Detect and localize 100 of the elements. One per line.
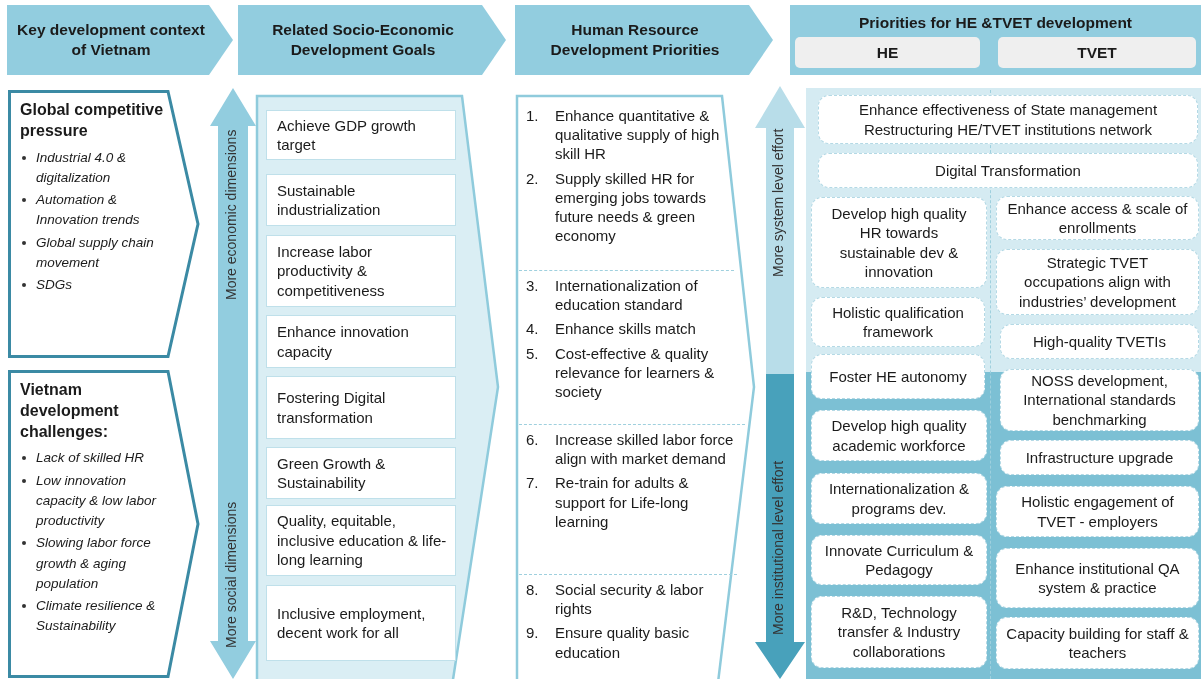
priority-text: High-quality TVETIs (1032, 331, 1167, 352)
goal-box (266, 235, 456, 307)
list-number: 1. (526, 106, 540, 126)
priority-box (811, 473, 987, 524)
priority-text: Internationalization & programs dev. (827, 479, 971, 518)
bullet-item: SDGs (36, 276, 72, 295)
priority-box (996, 196, 1199, 240)
priority-box (996, 486, 1199, 537)
list-number: 4. (526, 319, 540, 339)
goal-box (266, 315, 456, 368)
bullet-item: Automation & Innovation trends (36, 191, 141, 230)
priority-text: R&D, Technology transfer & Industry collaborations (836, 602, 962, 662)
list-number: 6. (526, 430, 540, 450)
priority-box (811, 197, 987, 288)
list-number: 8. (526, 580, 540, 600)
priority-box (818, 95, 1198, 144)
goal-text: Sustainable industrialization (277, 180, 382, 220)
header-title: Human Resource Development Priorities (549, 19, 721, 60)
goal-text: Inclusive employment, decent work for all (277, 603, 427, 643)
list-item-text: Re-train for adults & support for Life-long learning (555, 473, 690, 531)
column-header: HE (876, 43, 899, 62)
bullet-item: Global supply chain movement (36, 233, 155, 272)
header-title: Key development context of Vietnam (16, 19, 206, 60)
goal-box (266, 447, 456, 499)
priority-text: Digital Transformation (935, 160, 1081, 181)
column-header-tab (795, 37, 980, 68)
goal-box (266, 505, 456, 576)
goal-text: Enhance innovation capacity (277, 322, 410, 361)
priority-text: Innovate Curriculum & Pedagogy (823, 540, 975, 580)
bullet-item: Climate resilience & Sustainability (36, 597, 157, 636)
axis-label: More social dimensions (224, 500, 238, 651)
priority-text: Develop high quality HR towards sustainable dev & innovation (830, 203, 968, 282)
axis-label: More economic dimensions (224, 128, 238, 303)
list-number: 5. (526, 343, 540, 364)
header-title: Priorities for HE &TVET development (858, 14, 1133, 32)
list-number: 7. (526, 473, 540, 494)
goal-box (266, 110, 456, 160)
list-item-text: Ensure quality basic education (555, 623, 691, 662)
priority-box (818, 153, 1198, 188)
list-number: 2. (526, 168, 540, 189)
priority-text: Capacity building for staff & teachers (1006, 623, 1189, 663)
header-title: Related Socio-Economic Development Goals (271, 19, 455, 60)
priority-box (996, 617, 1199, 669)
list-number: 9. (526, 623, 540, 644)
context-pentagon (8, 90, 200, 358)
chevron-header (7, 5, 233, 75)
goal-text: Increase labor productivity & competitiveness (277, 241, 386, 301)
goal-text: Fostering Digital transformation (277, 388, 387, 427)
priority-text: Foster HE autonomy (829, 366, 967, 387)
priority-box (811, 354, 985, 399)
bullet-item: Industrial 4.0 & digitalization (36, 148, 128, 187)
axis-label: More system level effort (771, 127, 785, 280)
list-item-text: Supply skilled HR for emerging jobs towards future needs & green economy (555, 168, 707, 246)
priority-box (1000, 440, 1199, 475)
chevron-header (238, 5, 506, 75)
list-item-text: Enhance skills match (555, 319, 696, 339)
priority-text: NOSS development, International standards benchmarking (1022, 370, 1177, 430)
priority-box (996, 249, 1199, 315)
goals-chevron-panel (256, 95, 500, 679)
header-panel (790, 5, 1201, 75)
priority-box (1000, 324, 1199, 359)
column-header-tab (998, 37, 1196, 68)
context-pentagon (8, 370, 200, 678)
priority-box (1000, 369, 1199, 431)
list-item-text: Social security & labor rights (555, 580, 705, 619)
priority-text: Strategic TVET occupations align with industries’ development (1018, 252, 1177, 312)
priority-box (811, 410, 987, 461)
priority-text: Enhance effectiveness of State management (858, 100, 1158, 120)
priority-box (811, 535, 987, 585)
bullet-item: Slowing labor force growth & aging population (36, 534, 152, 593)
priority-box (811, 596, 987, 668)
section-heading: Global competitive pressure (20, 100, 165, 141)
goal-text: Green Growth & Sustainability (277, 453, 387, 493)
priority-text: Enhance institutional QA system & practice (1014, 558, 1181, 598)
priority-box (811, 297, 985, 347)
section-heading: Vietnam development challenges: (20, 380, 120, 442)
goal-box (266, 376, 456, 439)
priority-text: Infrastructure upgrade (1025, 447, 1174, 468)
goal-box (266, 174, 456, 226)
goal-text: Quality, equitable, inclusive education & life-long learning (277, 511, 447, 570)
goal-text: Achieve GDP growth target (277, 115, 417, 155)
priority-text: Develop high quality academic workforce (830, 416, 968, 455)
priorities-panel (806, 88, 1201, 679)
list-item-text: Enhance quantitative & qualitative supply of high skill HR (555, 106, 721, 164)
axis-label: More institutional level effort (771, 459, 785, 637)
priority-text: Enhance access & scale of enrollments (1006, 198, 1189, 238)
list-item-text: Increase skilled labor force align with market demand (555, 430, 735, 469)
bullet-item: Low innovation capacity & low labor productivity (36, 471, 158, 531)
list-number: 3. (526, 276, 540, 296)
chevron-header (515, 5, 773, 75)
list-item-text: Internationalization of education standard (555, 276, 699, 315)
priority-box (996, 548, 1199, 608)
list-item-text: Cost-effective & quality relevance for learners & society (555, 343, 716, 402)
column-header: TVET (1077, 43, 1117, 62)
priority-text: Holistic engagement of TVET - employers (1020, 492, 1175, 531)
priority-text: Holistic qualification framework (831, 302, 965, 342)
priorities-chevron-panel (516, 95, 756, 679)
bullet-item: Lack of skilled HR (36, 449, 145, 468)
goal-box (266, 585, 456, 661)
priority-text: Restructuring HE/TVET institutions network (863, 119, 1153, 139)
